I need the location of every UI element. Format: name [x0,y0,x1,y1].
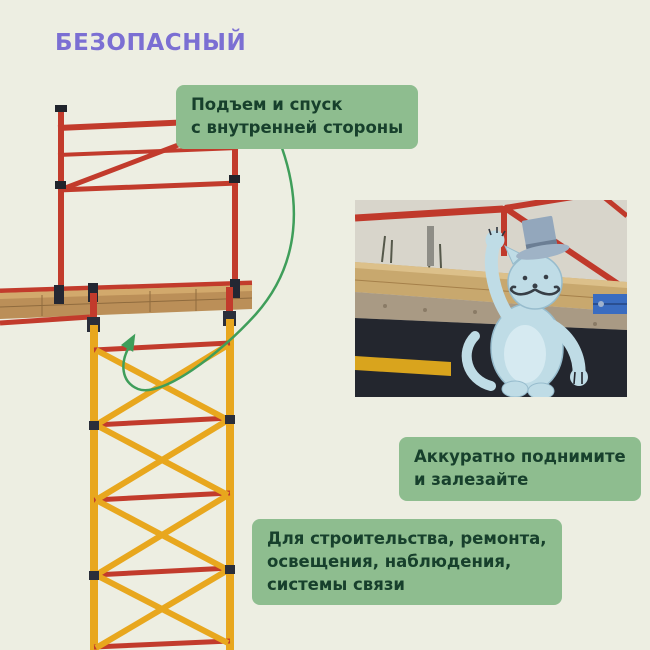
callout-usage-line1: Для строительства, ремонта, [267,529,547,548]
callout-climb: Подъем и спуск с внутренней стороны [176,85,419,149]
callout-lift-line1: Аккуратно поднимите [414,447,626,466]
metal-channel [427,226,434,266]
callout-climb-line1: Подъем и спуск [191,95,343,114]
callout-usage-line2: освещения, наблюдения, [267,551,512,571]
mustache [509,285,561,296]
callout-lift: Аккуратно поднимите и залезайте [399,437,641,501]
blue-clamp [593,294,627,314]
wooden-platform [0,279,253,326]
yellow-ladder-frame [89,319,235,650]
cat-in-top-hat-mascot [461,215,588,400]
callout-lift-line2: и залезайте [414,469,529,489]
page-title: БЕЗОПАСНЫЙ [55,30,247,56]
yellow-bar [355,356,451,376]
top-hat [516,215,570,260]
platform-closeup-photo [354,193,629,400]
callout-usage: Для строительства, ремонта, освещения, н… [252,519,562,606]
callout-climb-line2: с внутренней стороны [191,117,404,137]
callout-usage-line3: системы связи [267,574,405,594]
